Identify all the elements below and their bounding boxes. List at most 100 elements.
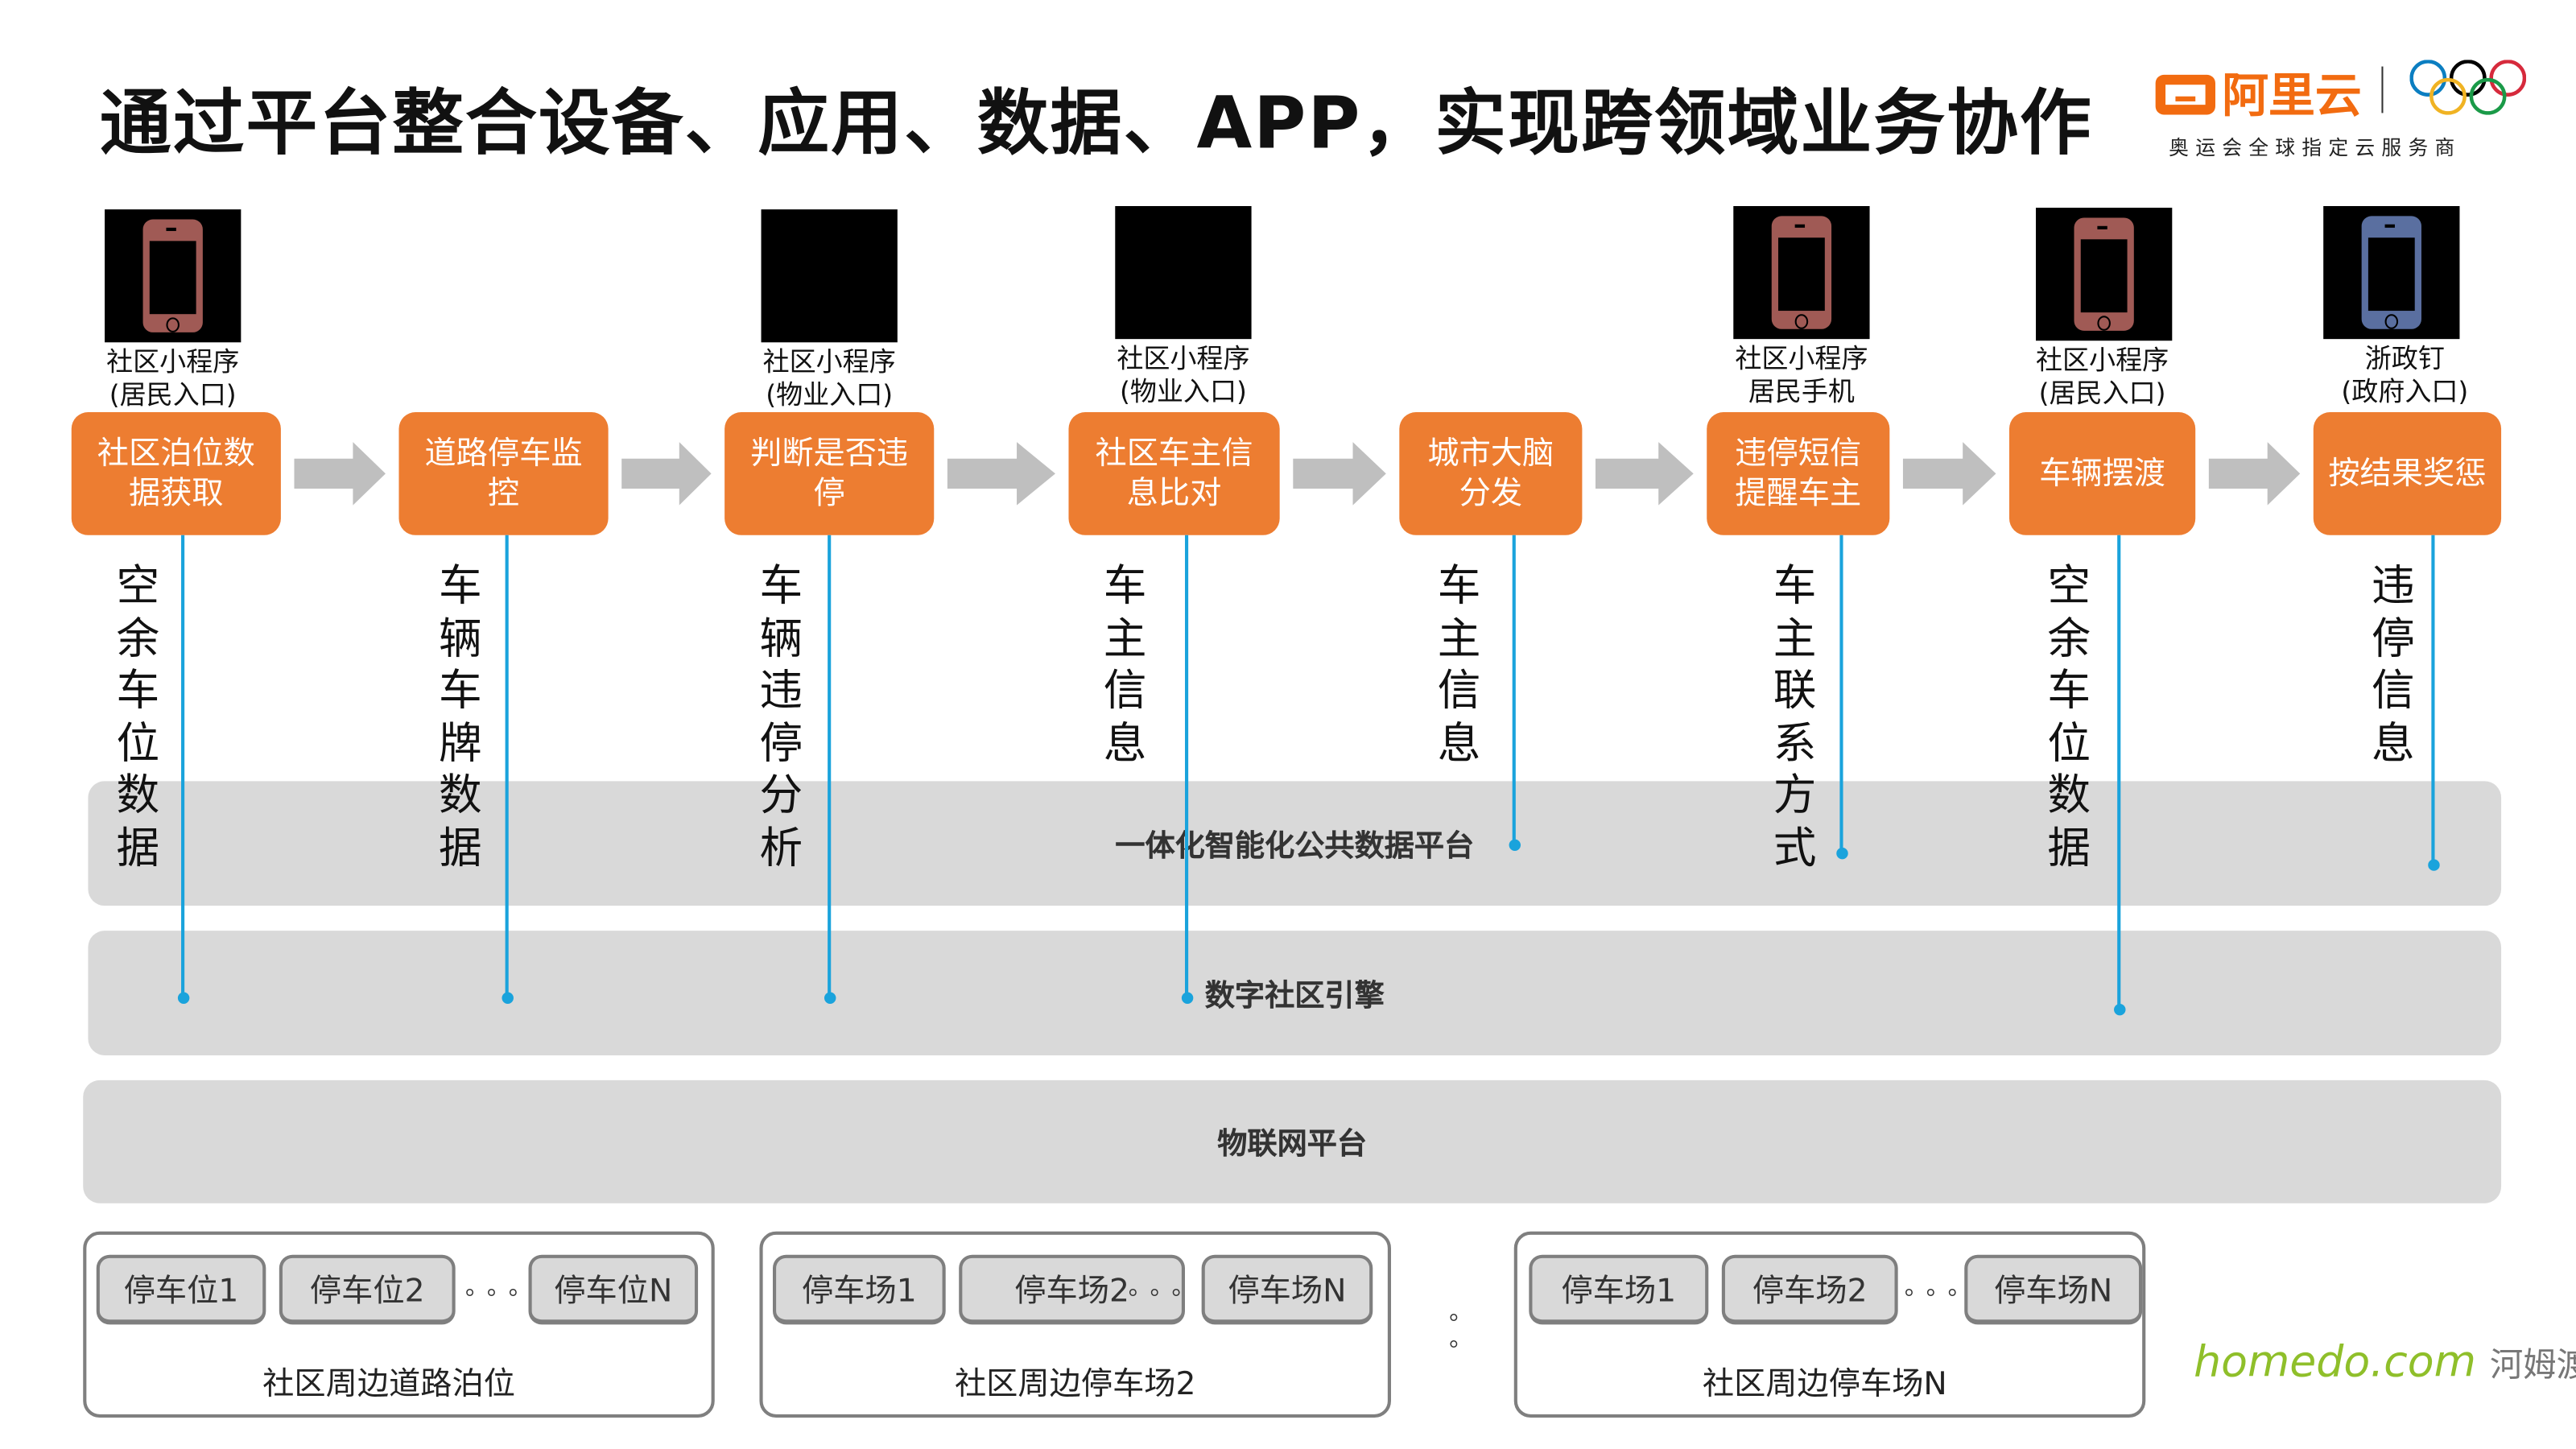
process-step: 城市大脑分发 xyxy=(1399,411,1583,535)
resource-chip: 停车场N xyxy=(1964,1254,2143,1325)
step-data-label: 车主信息 xyxy=(1103,561,1147,769)
phone-label: 社区小程序 xyxy=(106,345,240,378)
phone-icon xyxy=(105,209,242,343)
resource-chip: 停车场2 xyxy=(959,1254,1185,1325)
resource-chip: 停车位1 xyxy=(96,1254,266,1325)
olympic-ring xyxy=(2489,60,2527,97)
olympic-ring xyxy=(2469,77,2507,115)
process-step: 判断是否违停 xyxy=(724,411,935,535)
phone-icon xyxy=(1733,205,1870,340)
resource-group-label: 社区周边道路泊位 xyxy=(262,1366,516,1403)
phone-label: (物业入口) xyxy=(766,378,894,411)
resource-chip: 停车场N xyxy=(1201,1254,1373,1325)
groups-ellipsis: 。 。 xyxy=(1449,1299,1473,1353)
step-data-label: 空余车位数据 xyxy=(2047,561,2091,873)
phone-speaker xyxy=(166,227,176,231)
connector-dot xyxy=(176,991,189,1003)
phone-screen xyxy=(149,241,196,315)
right-arrow-icon xyxy=(294,442,386,506)
step-data-label: 车辆违停分析 xyxy=(759,561,803,873)
right-arrow-icon xyxy=(2208,442,2301,506)
aliyun-logo: 阿里云 xyxy=(2155,60,2362,126)
phone-speaker xyxy=(822,227,833,231)
connector-line xyxy=(1512,535,1516,844)
connector-dot xyxy=(2113,1002,2125,1015)
right-arrow-icon xyxy=(947,442,1055,506)
phone-speaker xyxy=(2097,225,2107,229)
connector-dot xyxy=(823,991,836,1003)
phone-label: (物业入口) xyxy=(1119,375,1247,407)
watermark-name: 河姆渡 xyxy=(2490,1344,2576,1385)
resource-chip: 停车位N xyxy=(528,1254,699,1325)
connector-line xyxy=(2117,535,2121,1009)
phone-icon xyxy=(2036,208,2173,341)
step-data-label: 车主信息 xyxy=(1437,561,1481,769)
resource-chip: 停车场1 xyxy=(772,1254,946,1325)
step-data-label: 车主联系方式 xyxy=(1773,561,1817,873)
connector-dot xyxy=(1180,991,1193,1003)
logo-divider xyxy=(2381,66,2384,114)
resource-ellipsis: 。。。 xyxy=(1904,1274,1981,1302)
phone-speaker xyxy=(1176,224,1187,228)
connector-line xyxy=(505,535,509,997)
resource-chip: 停车位2 xyxy=(279,1254,456,1325)
phone-label: (居民入口) xyxy=(109,378,237,411)
phone-home-button xyxy=(1794,314,1809,329)
watermark: homedo.com 河姆渡 xyxy=(2194,1338,2576,1388)
right-arrow-icon xyxy=(1595,442,1694,506)
phone-label: 社区小程序 xyxy=(2035,344,2169,376)
phone-label: (居民入口) xyxy=(2038,377,2166,409)
olympic-ring xyxy=(2429,77,2467,115)
phone-home-button xyxy=(822,317,836,332)
platform-layer: 数字社区引擎 xyxy=(88,931,2502,1055)
phone-label: 浙政钉 xyxy=(2364,342,2445,374)
phone-home-button xyxy=(1176,314,1191,329)
connector-line xyxy=(181,535,185,997)
connector-line xyxy=(2431,535,2435,865)
slide-title: 通过平台整合设备、应用、数据、APP，实现跨领域业务协作 xyxy=(99,83,2093,167)
phone-screen xyxy=(806,241,853,315)
platform-layer: 物联网平台 xyxy=(83,1080,2502,1203)
phone-home-button xyxy=(166,317,180,332)
phone-icon-blackout xyxy=(761,209,898,343)
phone-speaker xyxy=(1794,224,1806,228)
phone-label: 社区小程序 xyxy=(1735,342,1868,374)
olympic-ring xyxy=(2449,60,2487,97)
phone-label: 居民手机 xyxy=(1748,375,1855,407)
process-step: 社区车主信息比对 xyxy=(1068,411,1280,535)
connector-line xyxy=(1184,535,1189,997)
process-step: 违停短信提醒车主 xyxy=(1707,411,1890,535)
resource-chip: 停车场2 xyxy=(1721,1254,1898,1325)
resource-group-label: 社区周边停车场2 xyxy=(954,1366,1196,1403)
resource-chip: 停车场1 xyxy=(1529,1254,1709,1325)
right-arrow-icon xyxy=(621,442,712,506)
phone-screen xyxy=(2368,237,2415,312)
phone-screen xyxy=(2080,239,2128,313)
process-step: 社区泊位数据获取 xyxy=(71,411,281,535)
phone-screen xyxy=(1778,237,1825,312)
connector-dot xyxy=(2427,858,2439,870)
phone-home-button xyxy=(2097,316,2111,331)
process-step: 道路停车监控 xyxy=(398,411,609,535)
phone-label: (政府入口) xyxy=(2341,375,2469,407)
resource-ellipsis: 。。。 xyxy=(1128,1274,1205,1302)
step-data-label: 车辆车牌数据 xyxy=(438,561,482,873)
watermark-site: homedo.com xyxy=(2194,1337,2476,1388)
phone-label: 社区小程序 xyxy=(762,345,896,378)
connector-line xyxy=(1839,535,1843,853)
platform-layer: 一体化智能化公共数据平台 xyxy=(88,781,2502,906)
resource-group-label: 社区周边停车场N xyxy=(1702,1366,1947,1403)
aliyun-brand: 阿里云 xyxy=(2222,68,2362,123)
connector-dot xyxy=(1835,846,1847,859)
aliyun-olympic-logo: 阿里云 奥运会全球指定云服务商 xyxy=(2153,60,2527,163)
step-data-label: 空余车位数据 xyxy=(116,561,160,873)
phone-home-button xyxy=(2384,314,2399,329)
resource-ellipsis: 。。。 xyxy=(465,1274,543,1302)
right-arrow-icon xyxy=(1293,442,1386,506)
process-step: 按结果奖惩 xyxy=(2313,411,2502,535)
phone-icon xyxy=(2323,205,2460,340)
step-data-label: 违停信息 xyxy=(2372,561,2415,769)
process-step: 车辆摆渡 xyxy=(2008,411,2196,535)
connector-dot xyxy=(501,991,513,1003)
